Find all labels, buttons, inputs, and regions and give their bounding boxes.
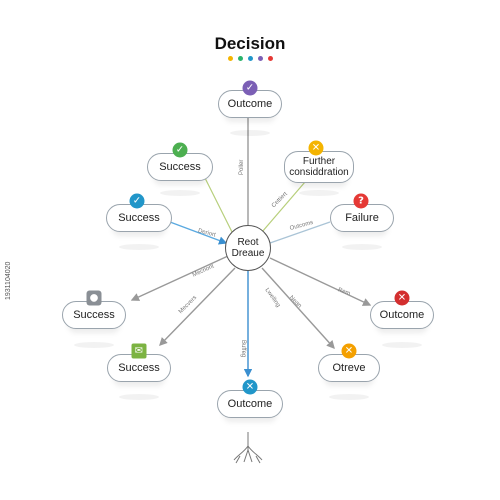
mail-icon: ✉ (131, 343, 147, 359)
edge-label-buffeg: Buffeg (240, 340, 246, 358)
node-label: Otreve (332, 361, 366, 374)
node-shadow (329, 394, 369, 400)
check-icon: ✓ (129, 193, 145, 209)
root-label-line2: Dreaue (231, 248, 265, 259)
node-failure[interactable]: Failure (330, 204, 394, 232)
root-node[interactable]: Reot Dreaue (225, 225, 271, 271)
root-label-line1: Reot (237, 236, 259, 248)
node-shadow (74, 342, 114, 348)
edge-success-1 (204, 177, 233, 233)
edge-further (261, 181, 306, 233)
node-label: Outcome (227, 397, 273, 410)
person-icon: ● (86, 290, 102, 306)
check-icon: ✓ (172, 142, 188, 158)
title-dot (267, 56, 273, 61)
title-dot (237, 56, 243, 61)
root-illustration (233, 432, 263, 464)
close-icon: ✕ (242, 379, 258, 395)
node-shadow (119, 244, 159, 250)
edge-failure (269, 221, 331, 244)
node-label: Outcome (227, 97, 273, 110)
title-dot (247, 56, 253, 61)
title-dot (227, 56, 233, 61)
close-icon: ✕ (308, 140, 324, 156)
node-further-consideration[interactable]: Further considdration (284, 151, 354, 183)
node-success-2[interactable]: Success (106, 204, 172, 232)
title-dot (257, 56, 263, 61)
edge-label-poller: Poller (239, 159, 245, 175)
node-success-4[interactable]: Success (107, 354, 171, 382)
node-shadow (160, 190, 200, 196)
node-shadow (382, 342, 422, 348)
question-icon: ? (353, 193, 369, 209)
edge-outcome-right (269, 257, 372, 306)
node-label: Success (118, 361, 160, 374)
edge-success-2 (169, 221, 228, 245)
node-shadow (299, 190, 339, 196)
node-label: Failure (345, 211, 379, 224)
node-shadow (342, 244, 382, 250)
node-shadow (230, 130, 270, 136)
node-label: Further considdration (289, 155, 349, 179)
edge-success-4 (159, 267, 236, 347)
check-icon: ✓ (242, 80, 258, 96)
node-label: Success (118, 211, 160, 224)
node-outcome-bottom[interactable]: Outcome (217, 390, 283, 418)
close-icon: ✕ (341, 343, 357, 359)
side-stock-id: 1931104020 (5, 261, 12, 300)
node-label: Success (159, 160, 201, 173)
edge-otreve (261, 267, 335, 350)
diagram-title: Decision (214, 34, 286, 53)
node-shadow (119, 394, 159, 400)
node-label: Success (73, 308, 115, 321)
edge-success-3 (130, 255, 229, 301)
close-icon: ✕ (394, 290, 410, 306)
title-dots (0, 56, 500, 61)
node-label: Outcome (379, 308, 425, 321)
